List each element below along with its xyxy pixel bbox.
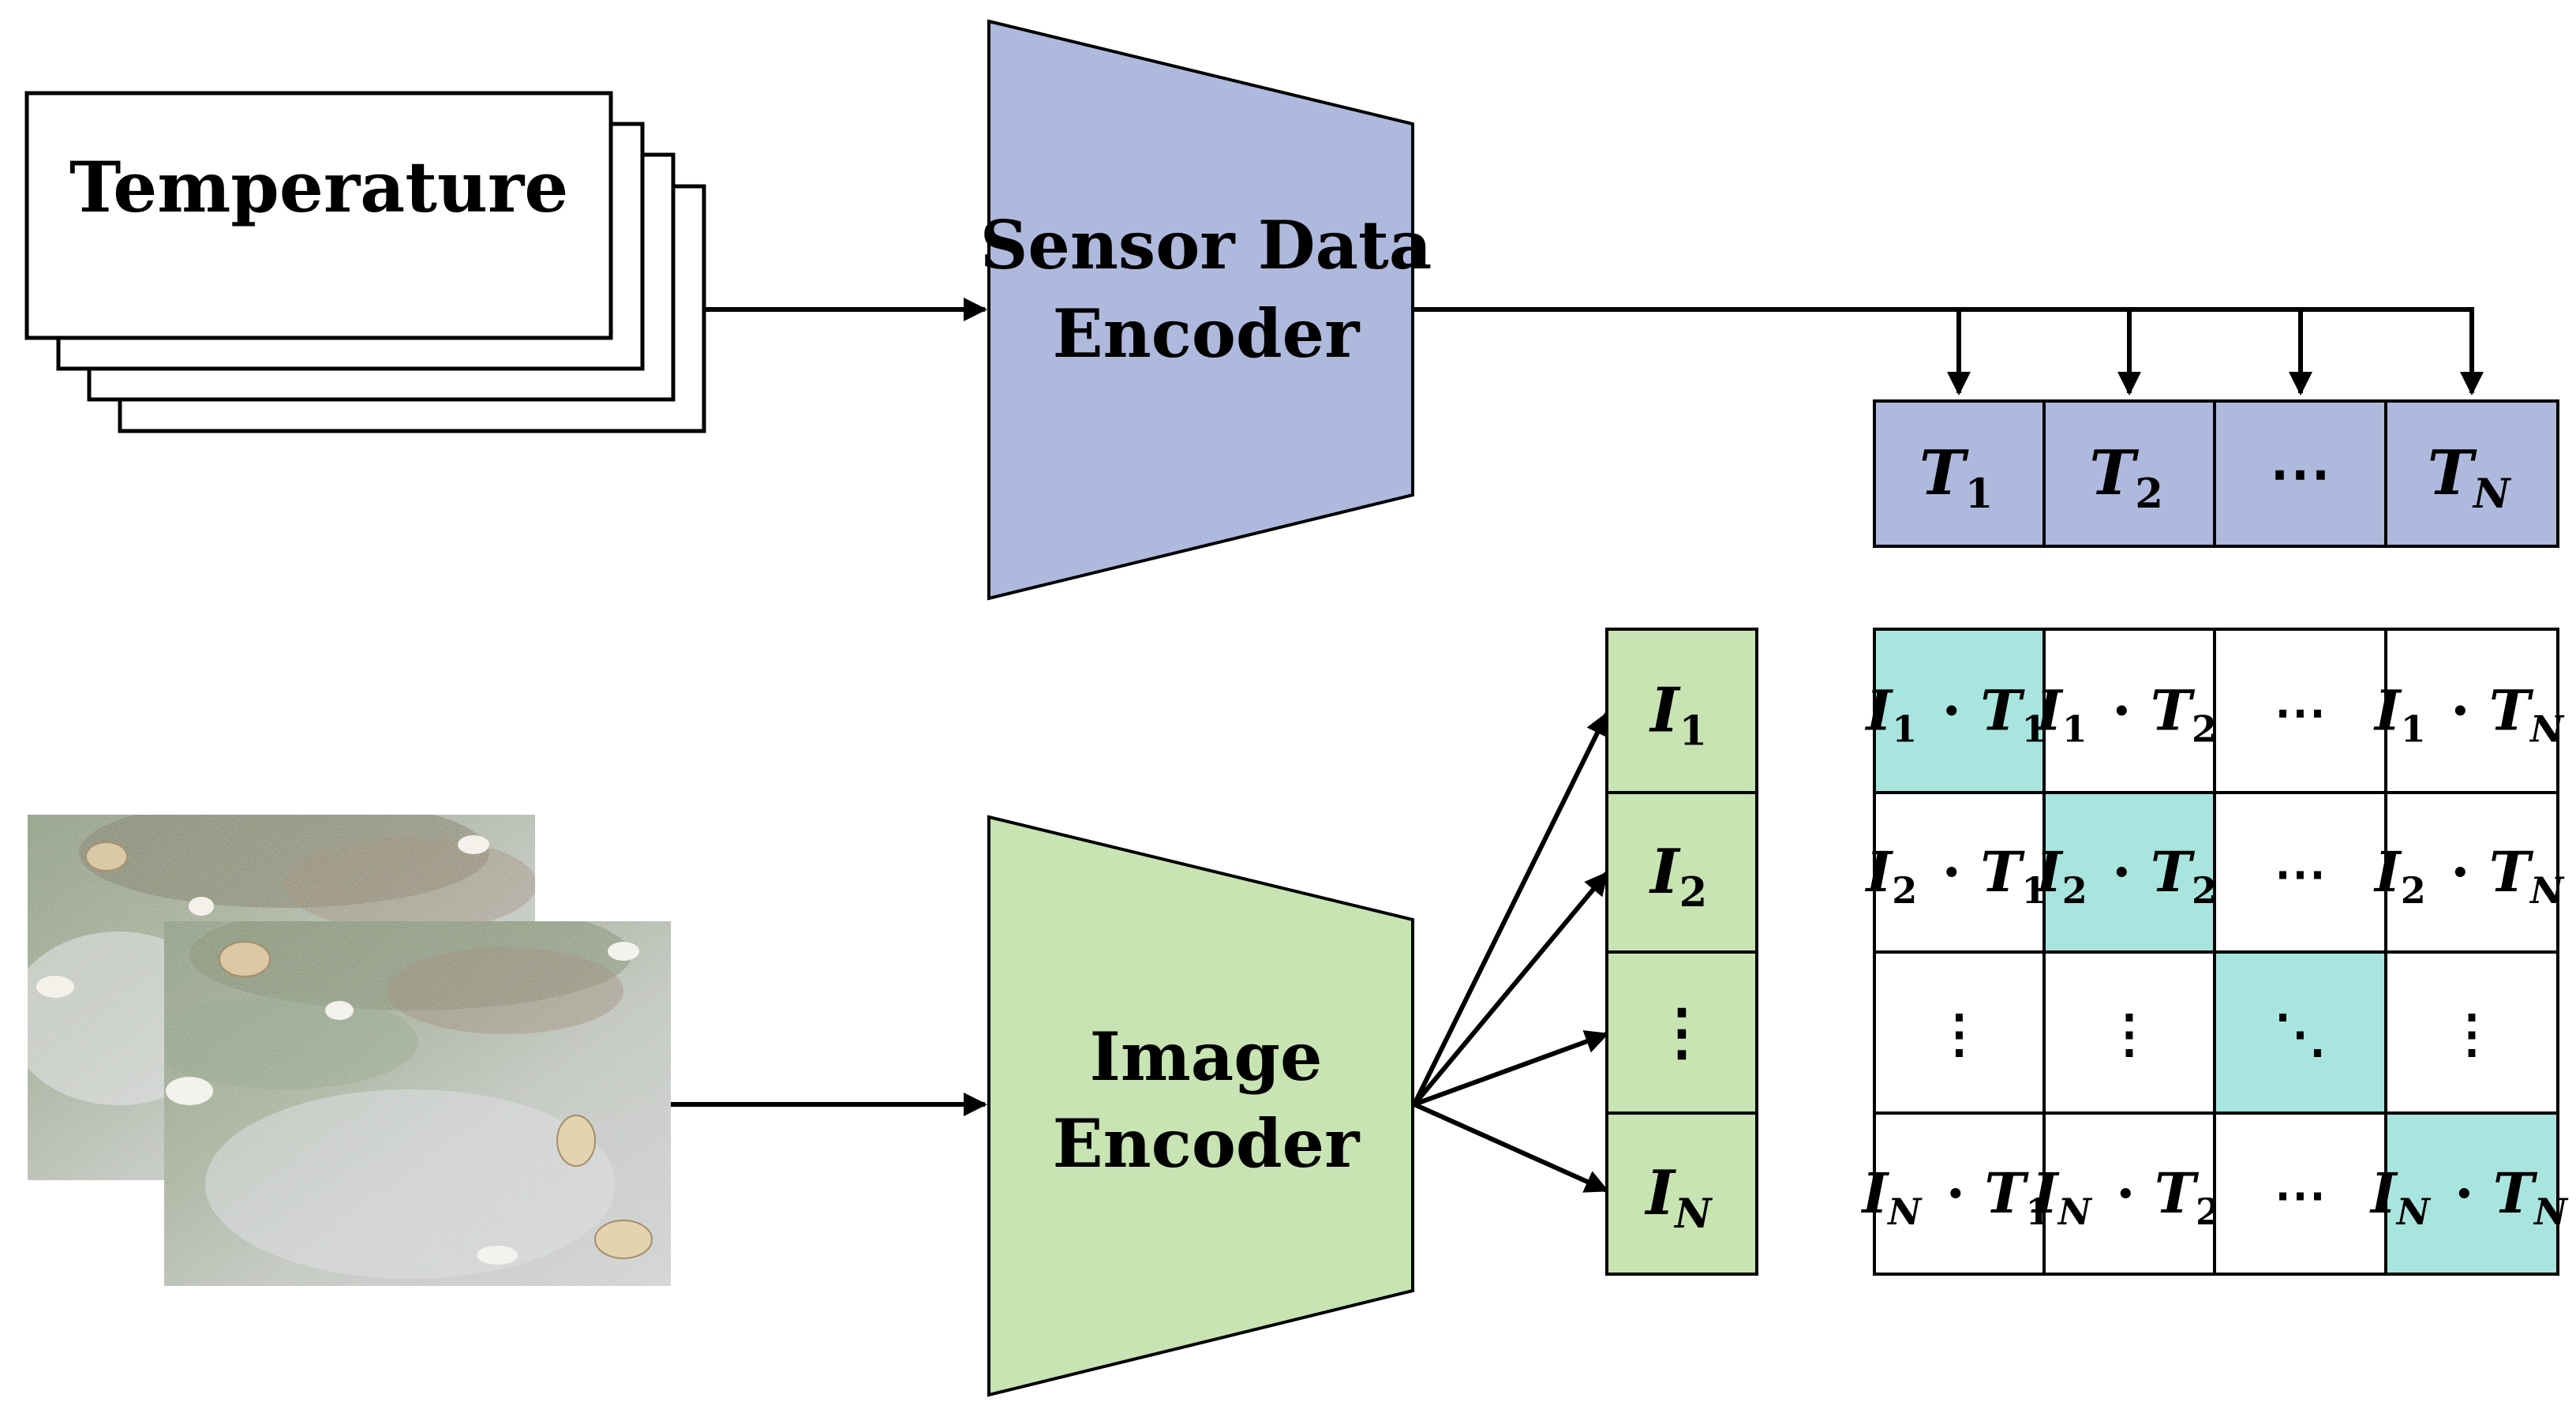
matrix-cell-label: I1 · T2 <box>2035 678 2222 751</box>
matrix-cell-label: ⋮ <box>1934 1003 1986 1064</box>
sensor-encoder-trapezoid <box>987 19 1414 601</box>
arrow-to-i1 <box>1412 711 1609 1106</box>
matrix-cell-diagonal <box>2042 791 2216 954</box>
bus-line-to-tn <box>1413 307 2484 395</box>
similarity-matrix: I1 · T1 I1 · T2 ⋯ I1 · TN I2 · T1 I2 · T2… <box>1861 628 2573 1276</box>
matrix-cell-label: I2 · TN <box>2373 839 2569 912</box>
sensor-embedding-label: TN <box>2428 437 2516 518</box>
sensor-encoder-label-line1: Sensor Data <box>980 206 1432 284</box>
matrix-cell-label: I1 · TN <box>2373 678 2569 751</box>
matrix-cell-label: ⋯ <box>2275 1164 2327 1225</box>
image-embedding-cell <box>1605 791 1758 954</box>
matrix-cell <box>2042 950 2216 1115</box>
matrix-cell-diagonal <box>2384 1111 2559 1276</box>
sensor-embedding-row: T1 T2 ⋯ TN <box>1873 399 2559 548</box>
matrix-cell <box>2042 628 2216 794</box>
matrix-cell-label: I2 · T1 <box>1865 839 2053 912</box>
insect-images <box>28 815 671 1286</box>
arrow-to-idots <box>1413 1030 1609 1107</box>
matrix-cell <box>1873 950 2046 1115</box>
image-encoder-label-line2: Encoder <box>1053 1104 1361 1183</box>
sensor-embedding-label: ⋯ <box>2270 437 2331 509</box>
matrix-cell-label: IN · T1 <box>1861 1160 2057 1233</box>
temperature-label: Temperature <box>69 146 568 228</box>
sensor-embedding-label: T2 <box>2089 437 2169 518</box>
image-embedding-label: IN <box>1645 1157 1718 1238</box>
sensor-output-bus <box>1413 307 2484 395</box>
matrix-cell <box>2384 950 2559 1115</box>
sensor-embedding-cell <box>2384 399 2559 548</box>
image-embedding-cell <box>1605 1111 1758 1276</box>
insect-photo-front <box>164 921 671 1286</box>
temperature-input-stack: Temperature <box>24 91 706 433</box>
matrix-cell <box>2213 1111 2387 1276</box>
image-embedding-label: I1 <box>1649 675 1713 755</box>
matrix-cell-label: ⋯ <box>2275 681 2327 743</box>
sensor-embedding-cell <box>1873 399 2046 548</box>
matrix-cell-label: ⋱ <box>2275 1003 2327 1064</box>
sensor-encoder-label-line2: Encoder <box>1053 294 1361 373</box>
sensor-embedding-cell <box>2213 399 2387 548</box>
matrix-cell-label: ⋯ <box>2275 842 2327 904</box>
matrix-cell-label: I2 · T2 <box>2035 839 2222 912</box>
matrix-cell-label: I1 · T1 <box>1865 678 2053 751</box>
matrix-cell <box>1873 1111 2046 1276</box>
image-encoder: Image Encoder <box>987 815 1414 1397</box>
image-embedding-column: I1 I2 ⋮ IN <box>1605 628 1758 1276</box>
matrix-cell <box>2384 791 2559 954</box>
matrix-cell-label: ⋮ <box>2446 1003 2498 1064</box>
matrix-cell-label: ⋮ <box>2103 1003 2155 1064</box>
image-embedding-cell <box>1605 628 1758 794</box>
image-embedding-label: I2 <box>1649 836 1713 917</box>
matrix-cell-diagonal <box>1873 628 2046 794</box>
arrow-to-i2 <box>1412 871 1609 1106</box>
matrix-cell <box>2213 791 2387 954</box>
matrix-cell <box>2042 1111 2216 1276</box>
arrow-to-in <box>1413 1102 1609 1193</box>
matrix-cell <box>2213 628 2387 794</box>
matrix-cell-label: IN · TN <box>2369 1160 2573 1233</box>
image-encoder-trapezoid <box>987 815 1414 1397</box>
image-output-arrows <box>1412 711 1609 1193</box>
sensor-embedding-label: T1 <box>1919 437 1999 518</box>
image-encoder-label-line1: Image <box>1090 1018 1323 1096</box>
stack-sheet-1 <box>24 91 613 340</box>
image-embedding-label: ⋮ <box>1651 996 1713 1068</box>
sensor-data-encoder: Sensor Data Encoder <box>980 19 1432 601</box>
